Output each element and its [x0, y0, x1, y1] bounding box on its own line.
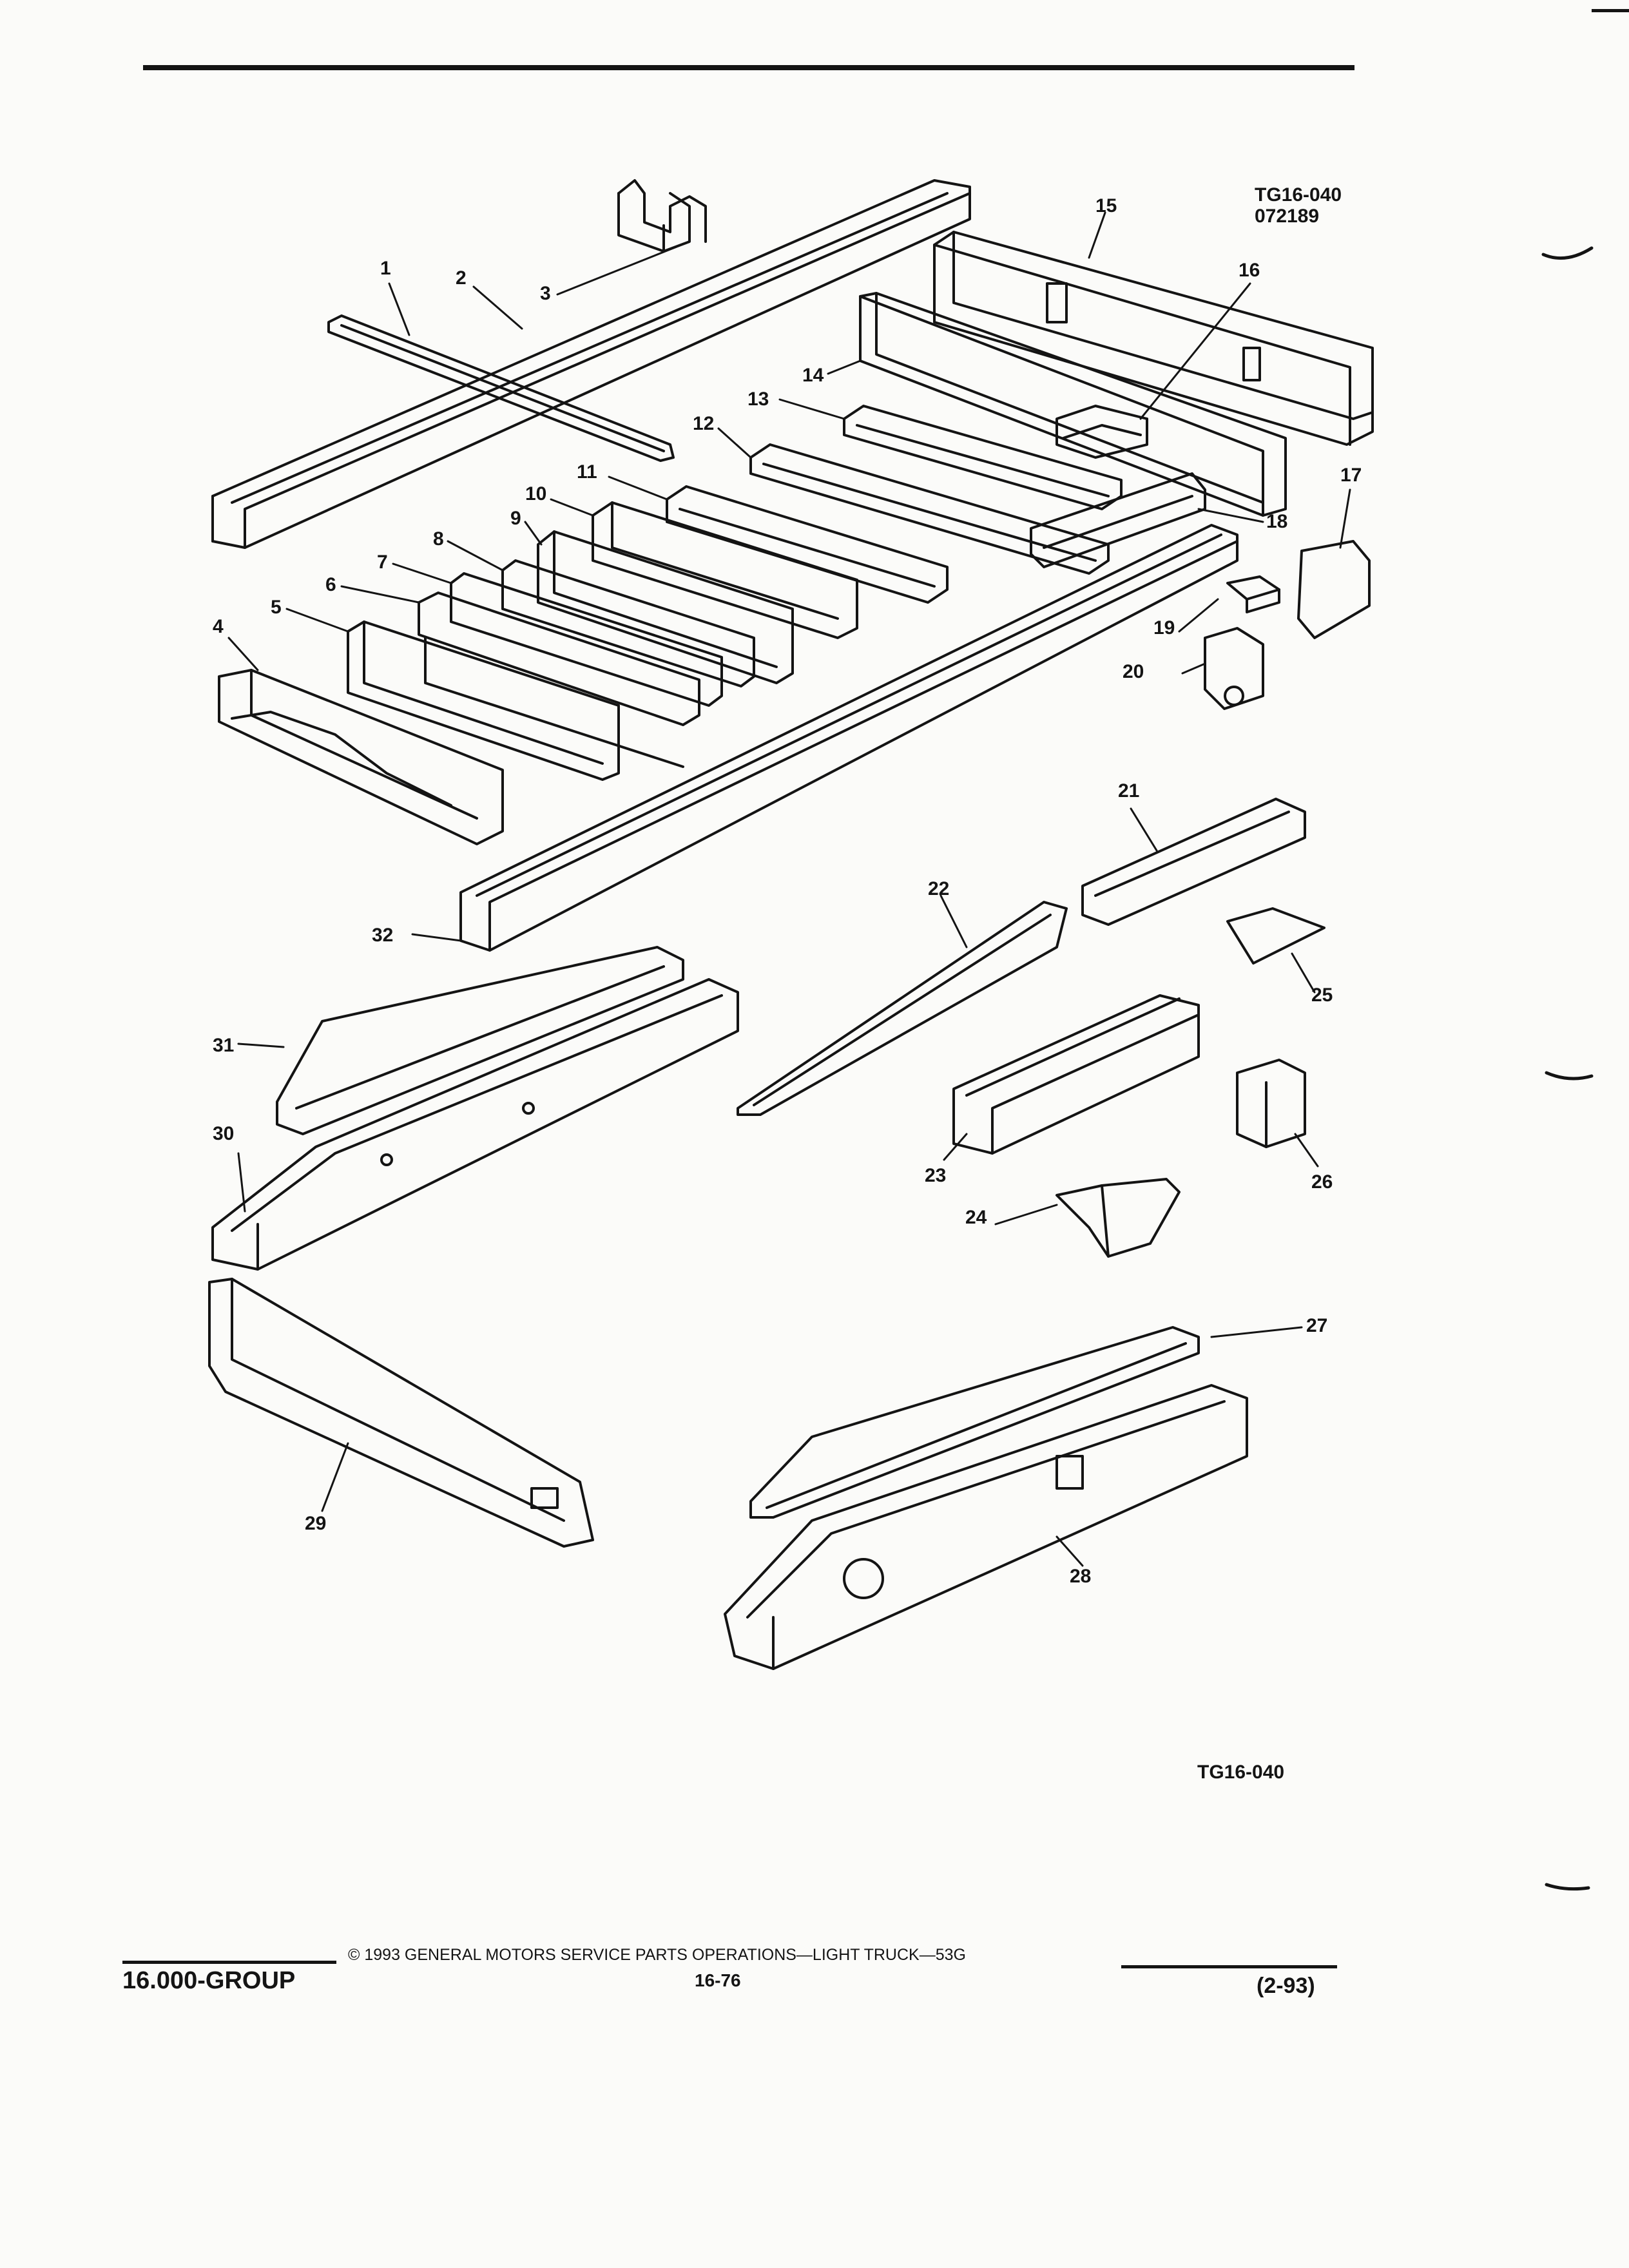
- callout-11: 11: [577, 461, 597, 483]
- part-23-crossmember: [952, 994, 1200, 1155]
- figure-code: TG16-040: [1197, 1762, 1285, 1783]
- callout-3: 3: [540, 283, 551, 304]
- callout-16: 16: [1239, 260, 1260, 281]
- callout-27: 27: [1306, 1315, 1328, 1336]
- part-21-bracket: [1081, 798, 1306, 926]
- callout-25: 25: [1311, 985, 1333, 1006]
- part-25-plate: [1226, 907, 1325, 965]
- footer-copyright: © 1993 GENERAL MOTORS SERVICE PARTS OPER…: [348, 1946, 966, 1964]
- footer-page: 16-76: [695, 1970, 741, 1990]
- callout-20: 20: [1123, 661, 1144, 682]
- part-6-crossmember: [418, 591, 700, 768]
- callout-1: 1: [380, 258, 391, 279]
- part-30-frame-rail: [211, 978, 739, 1271]
- part-16-bracket: [1055, 405, 1148, 459]
- part-26-bracket: [1236, 1059, 1306, 1148]
- callout-32: 32: [372, 925, 394, 946]
- part-18-bracket: [1030, 472, 1206, 568]
- part-19-block: [1226, 575, 1280, 613]
- part-29-frame-rail: [208, 1278, 594, 1548]
- part-28-frame-rail: [724, 1384, 1248, 1670]
- callout-13: 13: [747, 389, 769, 410]
- callout-9: 9: [510, 508, 521, 529]
- part-3-bracket: [617, 179, 707, 253]
- part-27-bracket: [749, 1326, 1200, 1519]
- part-1-crossmember: [327, 314, 675, 462]
- callout-14: 14: [802, 365, 824, 386]
- callout-29: 29: [305, 1513, 327, 1534]
- callout-15: 15: [1095, 195, 1117, 216]
- part-8-crossmember: [501, 559, 755, 687]
- scan-edge-mark: [1592, 9, 1629, 12]
- callout-21: 21: [1118, 780, 1140, 802]
- part-13-crossmember: [843, 405, 1123, 510]
- diagram-ref-code: TG16-040: [1255, 184, 1342, 206]
- part-10-crossmember: [592, 501, 858, 639]
- part-4-crossmember: [218, 669, 504, 845]
- callout-8: 8: [433, 528, 444, 550]
- callout-22: 22: [928, 878, 950, 899]
- callout-18: 18: [1266, 511, 1288, 532]
- footer-rule-right: [1121, 1965, 1337, 1968]
- callout-10: 10: [525, 483, 547, 505]
- part-17-bracket: [1297, 540, 1371, 639]
- callout-24: 24: [965, 1207, 987, 1228]
- callout-19: 19: [1153, 617, 1175, 639]
- part-24-gusset: [1055, 1178, 1181, 1258]
- part-7-crossmember: [450, 572, 723, 707]
- part-32-side-rail: [459, 524, 1239, 952]
- footer-group: 16.000-GROUP: [122, 1967, 296, 1994]
- callout-28: 28: [1070, 1566, 1092, 1587]
- part-12-crossmember: [749, 443, 1110, 575]
- leader-lines: [227, 211, 1351, 1567]
- part-14-crossmember: [859, 292, 1287, 517]
- callout-31: 31: [213, 1035, 235, 1056]
- footer-revision: (2-93): [1257, 1974, 1315, 1998]
- callout-5: 5: [271, 597, 282, 618]
- callout-6: 6: [325, 574, 336, 595]
- callout-30: 30: [213, 1123, 235, 1144]
- callout-17: 17: [1340, 465, 1362, 486]
- callout-26: 26: [1311, 1171, 1333, 1193]
- part-2-long-rail: [211, 179, 971, 549]
- footer-rule-left: [122, 1961, 336, 1964]
- top-rule: [143, 65, 1354, 70]
- part-20-bracket: [1204, 627, 1264, 710]
- part-9-crossmember: [537, 530, 794, 684]
- callout-12: 12: [693, 413, 715, 434]
- part-31-bracket: [276, 946, 684, 1135]
- part-15-rear-crossmember: [933, 231, 1374, 446]
- part-22-rail: [737, 901, 1068, 1116]
- callout-7: 7: [377, 552, 388, 573]
- callout-23: 23: [925, 1165, 947, 1186]
- callout-4: 4: [213, 616, 224, 637]
- diagram-ref-date: 072189: [1255, 206, 1320, 227]
- part-5-crossmember: [347, 620, 620, 781]
- callout-2: 2: [456, 267, 467, 289]
- part-11-crossmember: [666, 485, 949, 604]
